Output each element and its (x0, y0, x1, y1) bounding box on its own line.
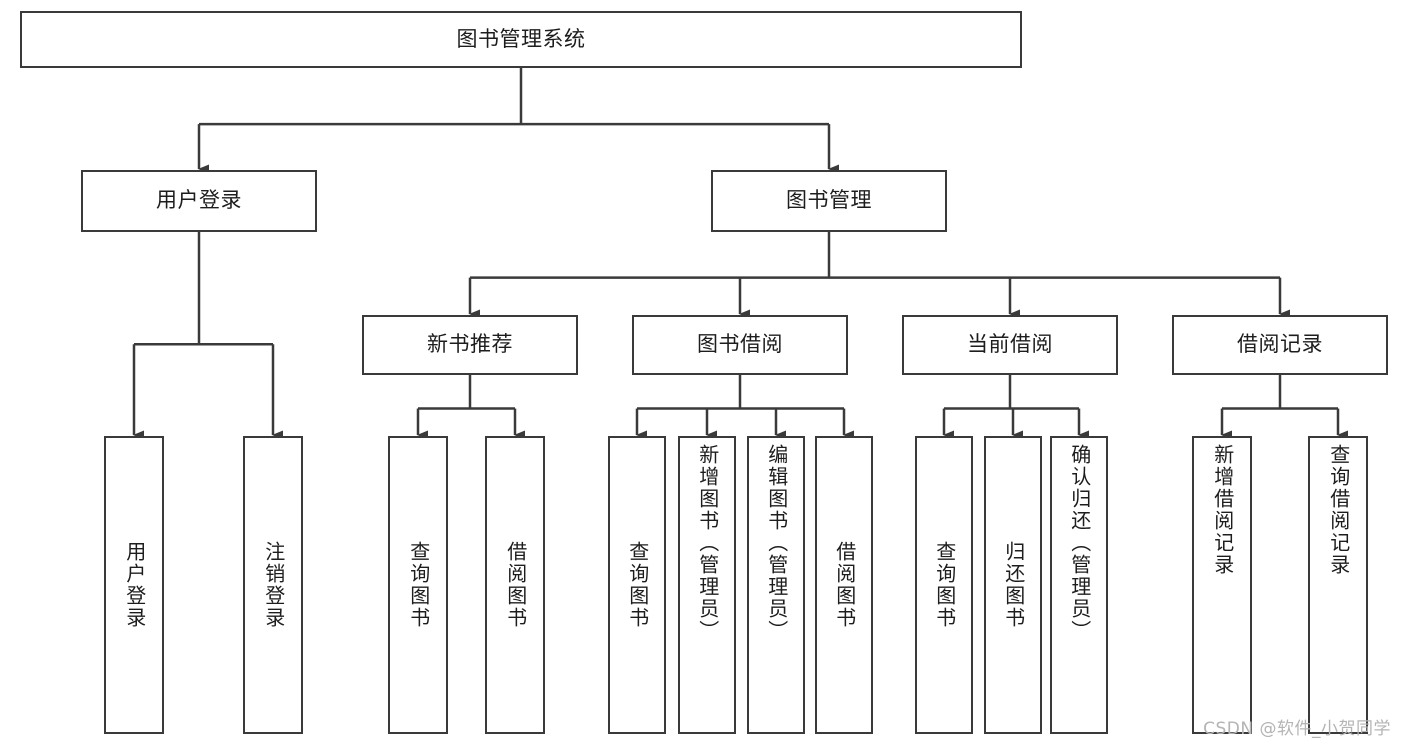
node-book-borrow[interactable]: 图书借阅 (632, 315, 848, 375)
node-label: 新增图书（管理员） (695, 444, 720, 642)
node-leaf-query-book-current[interactable]: 查询图书 (915, 436, 973, 734)
node-label: 查询图书 (625, 541, 650, 629)
node-leaf-query-book-borrow[interactable]: 查询图书 (608, 436, 666, 734)
node-user-login[interactable]: 用户登录 (81, 170, 317, 232)
node-leaf-query-borrow-record[interactable]: 查询借阅记录 (1308, 436, 1368, 734)
node-label: 确认归还（管理员） (1067, 444, 1092, 642)
node-label: 归还图书 (1001, 541, 1026, 629)
watermark-credit: CSDN @软件_小贺同学 (1203, 719, 1391, 739)
node-borrow-record[interactable]: 借阅记录 (1172, 315, 1388, 375)
node-label: 图书管理 (786, 188, 872, 213)
node-label: 用户登录 (122, 541, 147, 629)
node-label: 新增借阅记录 (1210, 444, 1235, 576)
node-root-system[interactable]: 图书管理系统 (20, 11, 1022, 68)
node-label: 查询图书 (932, 541, 957, 629)
node-label: 查询借阅记录 (1326, 444, 1351, 576)
node-leaf-query-book-recommend[interactable]: 查询图书 (388, 436, 448, 734)
node-new-book-recommend[interactable]: 新书推荐 (362, 315, 578, 375)
node-leaf-add-borrow-record[interactable]: 新增借阅记录 (1192, 436, 1252, 734)
node-label: 借阅图书 (503, 541, 528, 629)
node-label: 编辑图书（管理员） (764, 444, 789, 642)
node-label: 查询图书 (406, 541, 431, 629)
node-leaf-edit-book-admin[interactable]: 编辑图书（管理员） (747, 436, 805, 734)
node-leaf-return-book[interactable]: 归还图书 (984, 436, 1042, 734)
node-leaf-user-login[interactable]: 用户登录 (104, 436, 164, 734)
node-leaf-confirm-return-admin[interactable]: 确认归还（管理员） (1050, 436, 1108, 734)
node-label: 图书借阅 (697, 332, 783, 357)
node-label: 当前借阅 (967, 332, 1053, 357)
node-current-borrow[interactable]: 当前借阅 (902, 315, 1118, 375)
node-leaf-borrow-book[interactable]: 借阅图书 (815, 436, 873, 734)
node-label: 用户登录 (156, 188, 242, 213)
node-label: 借阅图书 (832, 541, 857, 629)
node-label: 新书推荐 (427, 332, 513, 357)
node-label: 借阅记录 (1237, 332, 1323, 357)
node-label: 图书管理系统 (456, 26, 586, 51)
node-label: 注销登录 (261, 541, 286, 629)
node-book-manage[interactable]: 图书管理 (711, 170, 947, 232)
node-leaf-add-book-admin[interactable]: 新增图书（管理员） (678, 436, 736, 734)
node-leaf-borrow-book-recommend[interactable]: 借阅图书 (485, 436, 545, 734)
node-leaf-user-logout[interactable]: 注销登录 (243, 436, 303, 734)
